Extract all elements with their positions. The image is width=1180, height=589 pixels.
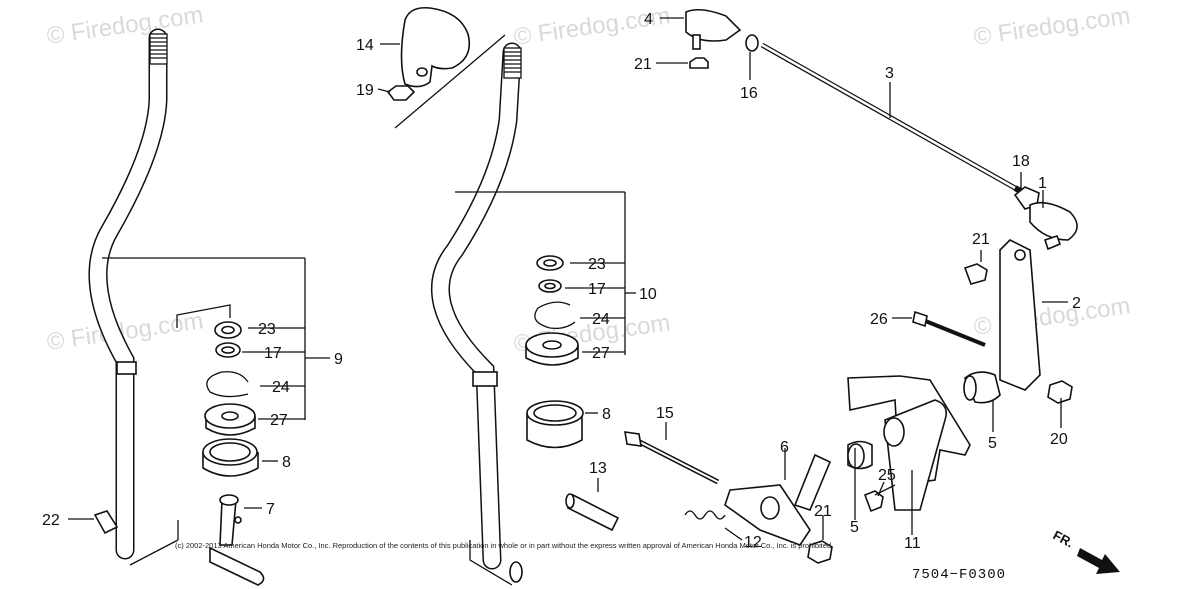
callout-27: 27 xyxy=(592,345,610,362)
leader-lines xyxy=(68,17,1068,541)
bearing-stack-left xyxy=(93,304,265,586)
callout-3: 3 xyxy=(885,65,894,82)
rod-assembly xyxy=(685,8,1078,251)
callout-labels: 1 2 3 4 5 5 6 7 8 8 9 10 11 12 13 14 15 … xyxy=(42,11,1081,552)
callout-25: 25 xyxy=(878,467,896,484)
callout-21: 21 xyxy=(634,56,652,73)
callout-10: 10 xyxy=(639,286,657,303)
callout-6: 6 xyxy=(780,439,789,456)
copyright-notice: (c) 2002-2013 American Honda Motor Co., … xyxy=(175,541,833,550)
callout-13: 13 xyxy=(589,460,607,477)
watermark: © Firedog.com xyxy=(972,2,1132,51)
callout-14: 14 xyxy=(356,37,374,54)
callout-11: 11 xyxy=(904,535,921,552)
front-direction-indicator: FR. xyxy=(1051,527,1120,574)
callout-24: 24 xyxy=(592,311,610,328)
shift-knob xyxy=(386,6,506,129)
shift-lever-middle xyxy=(431,42,523,586)
callout-2: 2 xyxy=(1072,295,1081,312)
bracket-arm xyxy=(912,239,1073,404)
diagram-code: 7504−F0300 xyxy=(912,567,1006,583)
callout-5: 5 xyxy=(850,519,859,536)
callout-12: 12 xyxy=(744,534,762,551)
callout-1: 1 xyxy=(1038,175,1047,192)
watermark-layer: © Firedog.com © Firedog.com © Firedog.co… xyxy=(45,1,1132,358)
callout-5: 5 xyxy=(988,435,997,452)
callout-8: 8 xyxy=(602,406,611,423)
callout-17: 17 xyxy=(264,345,282,362)
callout-19: 19 xyxy=(356,82,374,99)
shift-lever-left xyxy=(88,28,168,560)
direction-label: FR. xyxy=(1051,527,1077,550)
callout-8: 8 xyxy=(282,454,291,471)
callout-22: 22 xyxy=(42,512,60,529)
watermark: © Firedog.com xyxy=(972,292,1132,341)
bearing-stack-middle xyxy=(525,255,620,532)
arrow-icon xyxy=(1077,548,1120,574)
callout-9: 9 xyxy=(334,351,343,368)
callout-16: 16 xyxy=(740,85,758,102)
callout-7: 7 xyxy=(266,501,275,518)
callout-23: 23 xyxy=(588,256,606,273)
callout-17: 17 xyxy=(588,281,606,298)
callout-27: 27 xyxy=(270,412,288,429)
callout-21: 21 xyxy=(972,231,990,248)
callout-15: 15 xyxy=(656,405,674,422)
callout-18: 18 xyxy=(1012,153,1030,170)
mount-bracket xyxy=(847,371,1001,511)
callout-4: 4 xyxy=(644,11,653,28)
callout-23: 23 xyxy=(258,321,276,338)
callout-21: 21 xyxy=(814,503,832,520)
watermark: © Firedog.com xyxy=(45,1,205,50)
callout-24: 24 xyxy=(272,379,290,396)
callout-20: 20 xyxy=(1050,431,1068,448)
callout-26: 26 xyxy=(870,311,888,328)
